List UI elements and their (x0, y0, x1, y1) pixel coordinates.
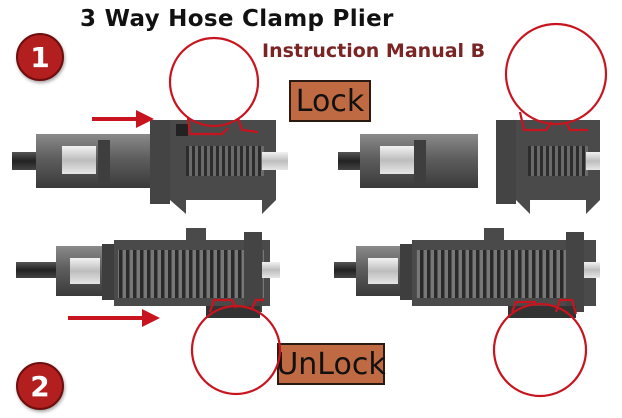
tool-window (70, 258, 100, 284)
tool-step2-right (334, 228, 600, 318)
hose-clamp-step2-left (190, 298, 282, 396)
spring (528, 146, 588, 176)
lock-label: Lock (289, 80, 371, 122)
tool-collar (400, 244, 412, 300)
tool-step1-right (338, 120, 600, 214)
tool-collar (98, 140, 110, 184)
tool-notch (176, 124, 188, 136)
tool-shaft-end (586, 152, 600, 170)
spring (416, 250, 584, 298)
tool-window (380, 146, 414, 174)
tool-collar (102, 244, 114, 300)
page-title: 3 Way Hose Clamp Plier (80, 6, 394, 32)
step-1-badge: 1 (16, 33, 64, 81)
arrow-right-icon (92, 110, 154, 128)
unlock-label: UnLock (276, 343, 386, 385)
spring (118, 250, 264, 298)
tool-rod (16, 262, 60, 278)
step-2-badge: 2 (16, 362, 64, 410)
tool-window (368, 258, 398, 284)
tool-step2-left (16, 228, 280, 318)
tool-collar (414, 140, 426, 184)
hose-clamp-step2-right (492, 298, 588, 398)
tool-window (62, 146, 96, 174)
unlock-label-text: UnLock (276, 346, 386, 382)
tool-flange (566, 232, 584, 312)
hose-clamp-step1-left (168, 36, 260, 136)
tool-flange (244, 232, 262, 312)
step-2-number: 2 (30, 369, 50, 403)
tool-flange (496, 120, 516, 204)
manual-subtitle: Instruction Manual B (262, 40, 486, 62)
tool-shaft-end (584, 262, 600, 278)
tool-flange (150, 120, 170, 204)
step-1-number: 1 (30, 40, 50, 74)
tool-shaft-end (262, 262, 280, 278)
tool-shaft-end (262, 152, 288, 170)
hose-clamp-step1-right (504, 22, 608, 132)
spring (186, 146, 264, 176)
lock-label-text: Lock (295, 83, 365, 119)
arrow-right-icon (68, 309, 160, 327)
tool-step1-left (12, 120, 288, 214)
